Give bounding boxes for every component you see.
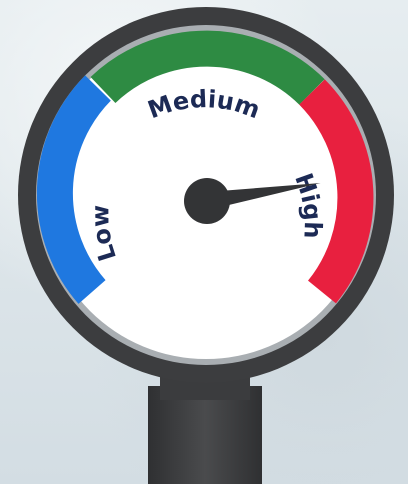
gauge-stem [148, 386, 262, 484]
gauge-hub [184, 178, 230, 224]
